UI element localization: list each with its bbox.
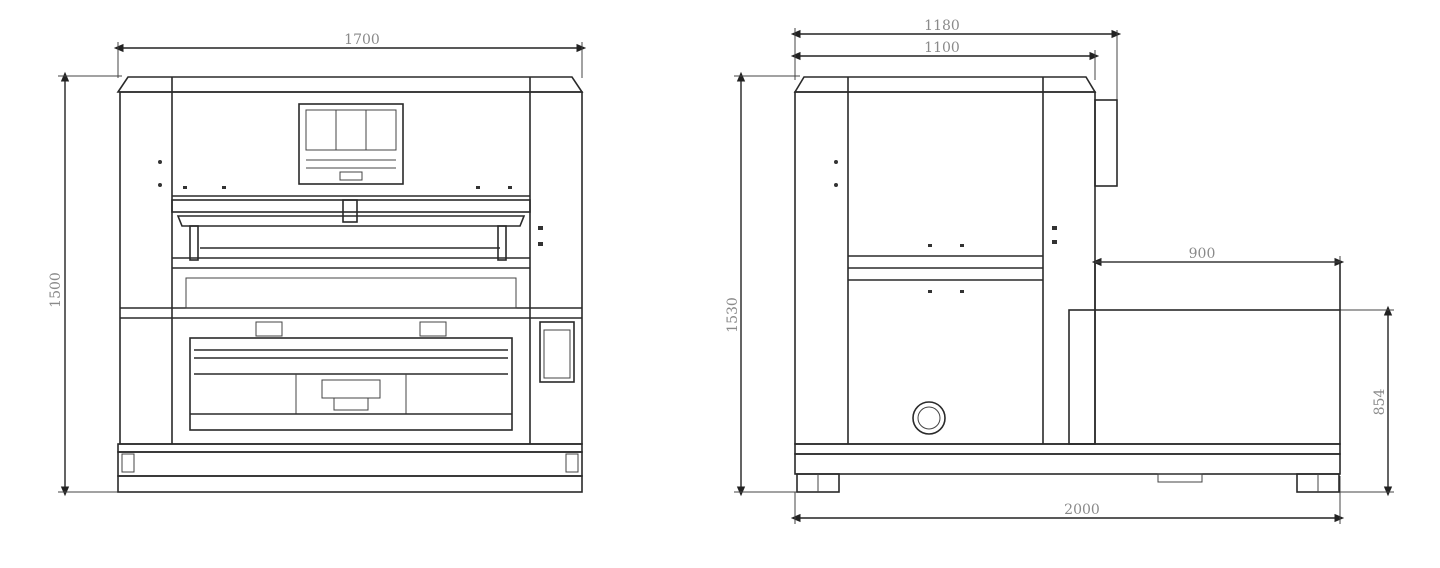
side-body-depth-label: 1100: [924, 40, 960, 56]
front-height-dimension: 1500: [48, 71, 122, 497]
front-width-label: 1700: [344, 32, 380, 48]
side-platform-depth-dimension: 900: [1091, 246, 1345, 310]
side-machine-body: [793, 76, 1341, 493]
side-platform-height-dimension: 854: [1340, 305, 1394, 497]
side-body-depth-dimension: 1100: [790, 28, 1100, 80]
front-height-label: 1500: [48, 272, 64, 308]
side-height-dimension: 1530: [725, 71, 800, 497]
front-view: 1700 1500: [48, 32, 587, 497]
side-platform-height-label: 854: [1372, 389, 1388, 416]
front-width-dimension: 1700: [113, 32, 587, 78]
side-overall-depth-dimension: 1180: [790, 18, 1122, 102]
side-height-label: 1530: [725, 297, 741, 333]
front-machine-body: [116, 76, 584, 493]
side-overall-depth-label: 1180: [924, 18, 960, 34]
side-base-length-label: 2000: [1064, 502, 1100, 518]
side-platform-depth-label: 900: [1189, 246, 1216, 262]
side-view: 1180 1100 1530 900 854: [725, 18, 1394, 524]
side-base-length-dimension: 2000: [790, 476, 1345, 524]
